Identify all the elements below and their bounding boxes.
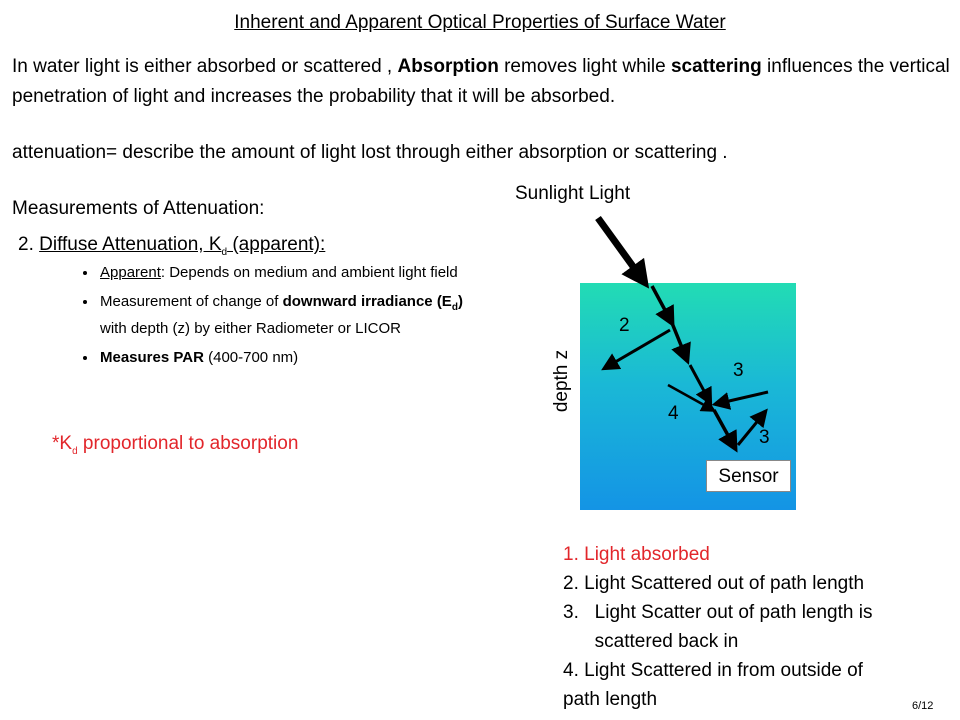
measurements-heading: Measurements of Attenuation: <box>12 198 265 219</box>
scatter-back-arrow-3 <box>711 390 769 410</box>
incoming-sunlight-arrow <box>595 215 650 289</box>
scattering-term: scattering <box>670 56 762 77</box>
subheading-text: Diffuse Attenuation, K <box>39 234 222 255</box>
sunlight-label: Sunlight Light <box>515 183 631 204</box>
intro-text-2: removes light while <box>498 56 671 77</box>
legend-item-4a: 4. Light Scattered in from outside of <box>563 660 863 681</box>
subheading-sub: d <box>221 246 228 258</box>
label-4: 4 <box>668 403 679 424</box>
subheading-prefix: 2. <box>18 234 40 255</box>
bullet2-bold1: downward irradiance (E <box>282 293 452 310</box>
intro-paragraph: In water light is either absorbed or sca… <box>12 52 952 112</box>
bullet-apparent: Apparent: Depends on medium and ambient … <box>98 262 488 283</box>
absorption-term: Absorption <box>397 56 499 77</box>
slide-title: Inherent and Apparent Optical Properties… <box>234 12 726 33</box>
legend-item-1: 1. Light absorbed <box>563 544 710 565</box>
scatter-out-arrow-3b <box>736 408 768 446</box>
bullet2-bold2: ) <box>457 293 463 310</box>
subheading-underlined: Diffuse Attenuation, Kd (apparent): <box>39 234 326 258</box>
label-3-upper: 3 <box>733 360 744 381</box>
legend-list: 1. Light absorbed 2. Light Scattered out… <box>563 540 872 714</box>
bullet-list: Apparent: Depends on medium and ambient … <box>60 262 488 376</box>
intro-text-3: influences the vertical penetration of l… <box>12 56 950 107</box>
path-segment-2 <box>670 322 691 365</box>
bullet1-rest: : Depends on medium and ambient light fi… <box>160 264 458 281</box>
kd-post: proportional to absorption <box>77 433 299 454</box>
sensor-box: Sensor <box>706 460 791 492</box>
kd-sub: d <box>72 445 78 457</box>
legend-item-4b: path length <box>563 689 658 710</box>
diffuse-attenuation-heading: 2. Diffuse Attenuation, Kd (apparent): <box>18 234 325 258</box>
kd-note: *Kd proportional to absorption <box>52 433 298 457</box>
scatter-in-arrow-4 <box>667 383 717 412</box>
label-2: 2 <box>619 315 630 336</box>
bullet-par: Measures PAR (400-700 nm) <box>98 347 488 368</box>
bullet3-rest: (400-700 nm) <box>203 349 299 366</box>
kd-pre: *K <box>52 433 73 454</box>
scatter-out-arrow-2 <box>601 328 671 371</box>
label-3-lower: 3 <box>759 427 770 448</box>
bullet2-sub: d <box>451 302 458 313</box>
intro-text-1: In water light is either absorbed or sca… <box>12 56 398 77</box>
legend-item-3b: scattered back in <box>563 631 739 652</box>
path-segment-3 <box>688 364 713 406</box>
bullet2-rest: with depth (z) by either Radiometer or L… <box>100 320 401 337</box>
path-to-sensor <box>712 409 738 453</box>
bullet-measurement: Measurement of change of downward irradi… <box>98 291 488 339</box>
subheading-suffix: (apparent): <box>227 234 326 255</box>
bullet2-a: Measurement of change of <box>100 293 283 310</box>
page-number: 6/12 <box>912 700 934 712</box>
legend-item-3a: 3. Light Scatter out of path length is <box>563 602 873 623</box>
path-segment-1 <box>650 285 675 328</box>
bullet1-term: Apparent <box>100 264 161 281</box>
attenuation-definition: attenuation= describe the amount of ligh… <box>12 142 728 163</box>
bullet3-bold: Measures PAR <box>100 349 204 366</box>
legend-item-2: 2. Light Scattered out of path length <box>563 573 865 594</box>
